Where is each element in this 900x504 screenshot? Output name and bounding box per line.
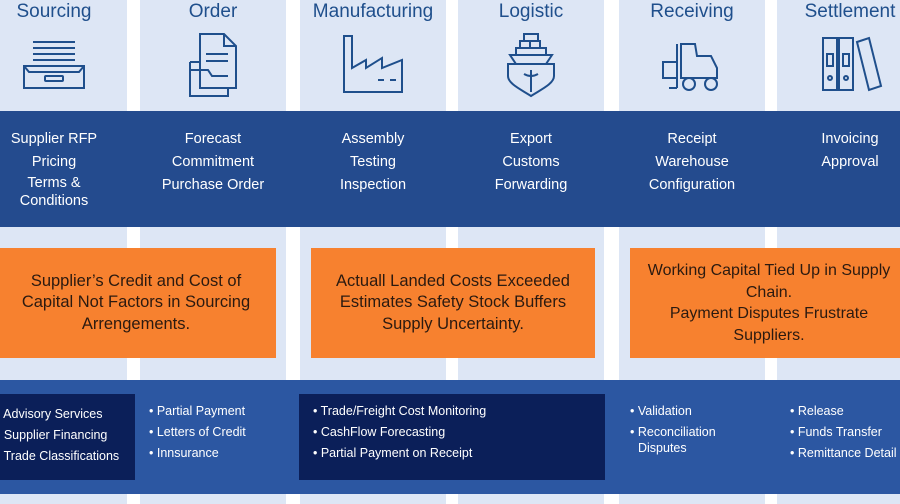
finance-dark-box-sourcing (0, 394, 135, 480)
stage-title-settlement: Settlement (804, 1, 896, 22)
finance-item: Disputes (638, 441, 687, 455)
activity-item: Receipt (667, 131, 717, 147)
finance-item: • Supplier Financing (0, 428, 108, 442)
forklift-icon (619, 30, 765, 100)
activity-item: Inspection (339, 177, 407, 193)
issue-line: Supply Uncertainty. (382, 314, 524, 333)
finance-item: • Trade/Freight Cost Monitoring (313, 404, 487, 418)
activities-sourcing: Supplier RFP Pricing Terms & Conditions (0, 128, 127, 210)
activities-settlement: Invoicing Approval (777, 128, 900, 174)
activity-item: Commitment (171, 154, 255, 170)
finance-item: • Letters of Credit (149, 425, 246, 439)
stage-title-logistic: Logistic (498, 1, 564, 22)
finance-list-manufacturing-logistic: • Trade/Freight Cost Monitoring • CashFl… (313, 401, 486, 464)
activity-item: Customs (502, 154, 560, 170)
finance-list-sourcing: • Advisory Services • Supplier Financing… (0, 404, 119, 467)
finance-item: • Remittance Detail (790, 446, 897, 460)
issue-line: Supplier’s Credit and Cost of (30, 271, 242, 290)
issue-box-receiving-settlement: Working Capital Tied Up in Supply Chain.… (630, 248, 900, 358)
activity-item: Terms & (27, 175, 81, 191)
stage-title-receiving: Receiving (650, 1, 734, 22)
cargo-ship-icon (458, 30, 604, 100)
issue-box-sourcing-order: Supplier’s Credit and Cost of Capital No… (0, 248, 276, 358)
finance-list-receiving: • Validation • Reconciliation Disputes (630, 401, 716, 456)
finance-list-order: • Partial Payment • Letters of Credit • … (149, 401, 246, 464)
activities-logistic: Export Customs Forwarding (458, 128, 604, 197)
activity-item: Assembly (341, 131, 405, 147)
finance-item: • Reconciliation (630, 425, 716, 439)
finance-item: • Advisory Services (0, 407, 103, 421)
activity-item: Forwarding (494, 177, 568, 193)
issue-box-manufacturing-logistic: Actuall Landed Costs Exceeded Estimates … (311, 248, 595, 358)
stage-title-sourcing: Sourcing (16, 1, 92, 22)
finance-item: • Partial Payment (149, 404, 246, 418)
activity-item: Approval (821, 154, 879, 170)
activity-item: Pricing (31, 154, 77, 170)
factory-icon (300, 30, 446, 100)
activity-item: Conditions (19, 193, 89, 209)
activity-item: Warehouse (655, 154, 729, 170)
stage-title-order: Order (188, 1, 238, 22)
activities-order: Forecast Commitment Purchase Order (140, 128, 286, 197)
activities-manufacturing: Assembly Testing Inspection (300, 128, 446, 197)
issue-line: Payment Disputes Frustrate (669, 305, 869, 322)
activity-item: Purchase Order (161, 177, 265, 193)
activity-item: Testing (350, 154, 396, 170)
issue-line: Suppliers. (733, 326, 805, 344)
issue-line: Actuall Landed Costs Exceeded (336, 271, 570, 290)
finance-item: • Funds Transfer (790, 425, 882, 439)
issue-line: Capital Not Factors in Sourcing (21, 293, 251, 312)
finance-item: • Trade Classifications (0, 449, 120, 463)
issue-line: Chain. (745, 283, 793, 301)
issue-line: Working Capital Tied Up in Supply (647, 262, 891, 279)
finance-list-settlement: • Release • Funds Transfer • Remittance … (790, 401, 897, 464)
activity-item: Forecast (184, 131, 242, 147)
documents-icon (140, 30, 286, 100)
activity-item: Configuration (648, 177, 736, 193)
activities-band (0, 111, 900, 227)
stage-title-manufacturing: Manufacturing (312, 1, 434, 22)
activity-item: Export (510, 131, 552, 147)
finance-item: • Partial Payment on Receipt (313, 446, 473, 460)
activities-receiving: Receipt Warehouse Configuration (619, 128, 765, 197)
activity-item: Supplier RFP (10, 131, 98, 147)
activity-item: Invoicing (821, 131, 879, 147)
finance-item: • Release (790, 404, 844, 418)
finance-item: • Validation (630, 404, 692, 418)
issue-line: Estimates Safety Stock Buffers (339, 293, 567, 312)
issue-line: Arrengements. (81, 314, 191, 333)
finance-item: • Innsurance (149, 446, 219, 460)
inbox-tray-icon (0, 30, 127, 100)
binders-icon (777, 30, 900, 100)
finance-dark-box-manufacturing-logistic (299, 394, 605, 480)
finance-item: • CashFlow Forecasting (313, 425, 446, 439)
